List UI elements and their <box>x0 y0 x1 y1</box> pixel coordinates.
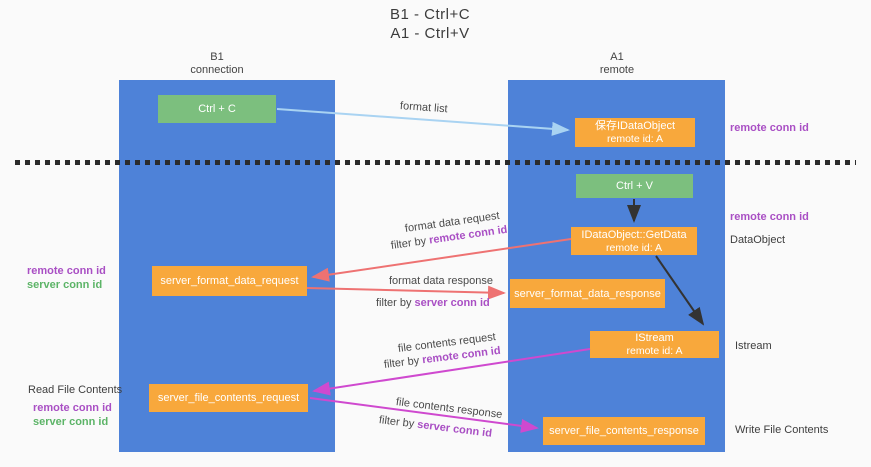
remote-conn-id-label-mid: remote conn id <box>730 211 809 223</box>
idataobject-getdata-box: IDataObject::GetData remote id: A <box>571 227 697 255</box>
remote-conn-id-label-left-2: remote conn id <box>33 402 112 414</box>
dataobject-label: DataObject <box>730 234 786 246</box>
save-idataobject-line1: 保存IDataObject <box>594 120 676 132</box>
filter-by-text: filter by <box>376 297 412 309</box>
write-file-contents-label: Write File Contents <box>735 424 829 436</box>
dashed-separator <box>15 160 856 165</box>
server-conn-id-text: server conn id <box>414 297 490 309</box>
server-file-contents-request-box: server_file_contents_request <box>149 384 308 412</box>
server-file-contents-response-box: server_file_contents_response <box>543 417 705 445</box>
diagram-title-line1: B1 - Ctrl+C <box>389 6 471 23</box>
left-column-title: B1 <box>210 51 224 63</box>
server-conn-id-label-left-2: server conn id <box>33 416 109 428</box>
remote-conn-id-label-top: remote conn id <box>730 122 809 134</box>
filter-by-text: filter by <box>390 235 427 252</box>
server-format-data-response-box: server_format_data_response <box>510 279 665 308</box>
istream-line1: IStream <box>635 332 674 344</box>
format-data-response-label: format data response <box>389 275 493 287</box>
left-column-subtitle: connection <box>190 64 244 76</box>
server-conn-id-text: server conn id <box>416 418 493 440</box>
filter-by-server-label-1: filter by server conn id <box>376 297 490 309</box>
save-idataobject-box: 保存IDataObject remote id: A <box>575 118 695 147</box>
filter-by-text: filter by <box>383 354 420 371</box>
left-column-header: B1 connection <box>157 51 277 77</box>
remote-conn-id-label-left-1: remote conn id <box>27 265 106 277</box>
idataobject-getdata-line2: remote id: A <box>605 241 663 254</box>
istream-side-label: Istream <box>735 340 772 352</box>
diagram-title-line2: A1 - Ctrl+V <box>390 25 470 42</box>
right-column-title: A1 <box>610 51 624 63</box>
right-column-header: A1 remote <box>557 51 677 77</box>
server-format-data-request-box: server_format_data_request <box>152 266 307 296</box>
read-file-contents-label: Read File Contents <box>28 384 123 396</box>
server-conn-id-label-left-1: server conn id <box>27 279 103 291</box>
ctrl-c-box: Ctrl + C <box>158 95 276 123</box>
istream-line2: remote id: A <box>626 345 683 357</box>
istream-box: IStream remote id: A <box>590 331 719 358</box>
ctrl-v-box: Ctrl + V <box>576 174 693 198</box>
format-data-response-arrow <box>306 285 506 300</box>
right-column-subtitle: remote <box>599 64 635 76</box>
format-list-label: format list <box>399 100 448 116</box>
idataobject-getdata-line1: IDataObject::GetData <box>581 228 687 241</box>
save-idataobject-line2: remote id: A <box>606 133 664 145</box>
filter-by-text: filter by <box>378 414 415 431</box>
